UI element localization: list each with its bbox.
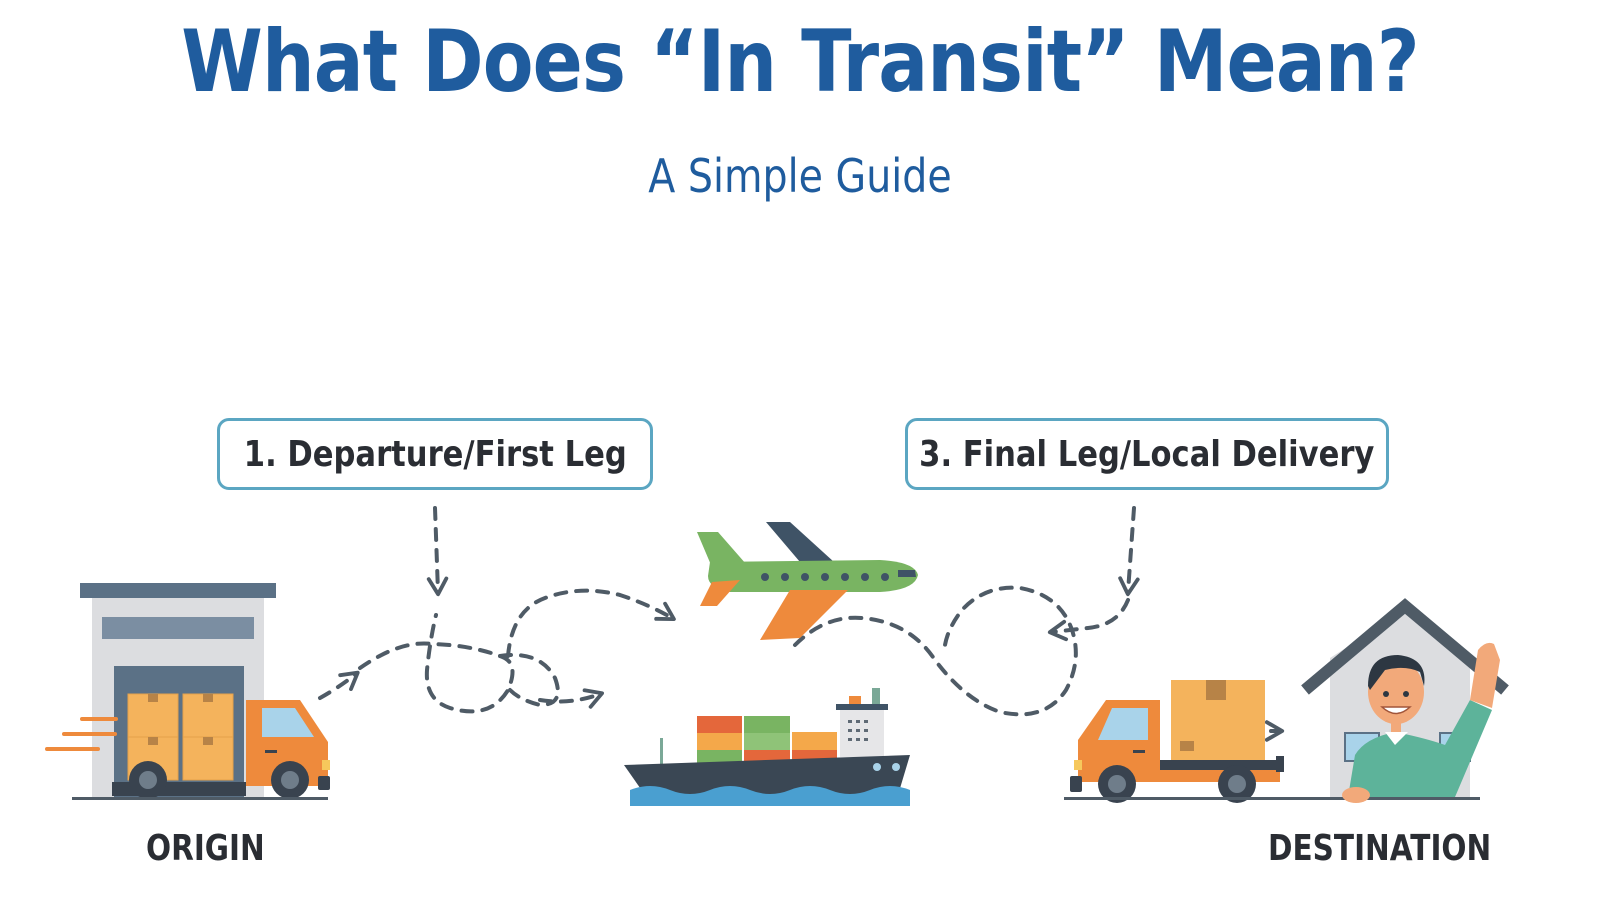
origin-label: ORIGIN [146, 828, 265, 869]
cargo-boxes-icon [127, 693, 234, 781]
page-title: What Does “In Transit” Mean? [181, 12, 1419, 112]
waving-person-icon [1342, 642, 1500, 803]
stage-label-departure: 1. Departure/First Leg [243, 433, 627, 475]
stage-label-final-leg: 3. Final Leg/Local Delivery [919, 433, 1375, 475]
arrow-down-stage3 [1118, 506, 1140, 597]
destination-label: DESTINATION [1268, 828, 1492, 869]
loop-path-origin [358, 613, 515, 714]
arrow-to-ship [538, 688, 604, 709]
loop-path-destination [793, 585, 1078, 717]
cargo-ship-icon [624, 688, 910, 806]
arrow-to-plane [506, 588, 676, 658]
dashed-route-paths [318, 506, 1285, 742]
arrow-down-stage1 [426, 506, 449, 597]
airplane-icon [697, 522, 918, 640]
arrow-to-destination-truck [1047, 598, 1130, 642]
arrow-from-origin-truck [318, 670, 360, 700]
page-subtitle: A Simple Guide [648, 149, 952, 203]
origin-truck-icon [45, 693, 330, 800]
stage-box-departure: 1. Departure/First Leg [217, 418, 653, 490]
delivery-truck-icon [1064, 680, 1480, 803]
stage-box-final-leg: 3. Final Leg/Local Delivery [905, 418, 1389, 490]
